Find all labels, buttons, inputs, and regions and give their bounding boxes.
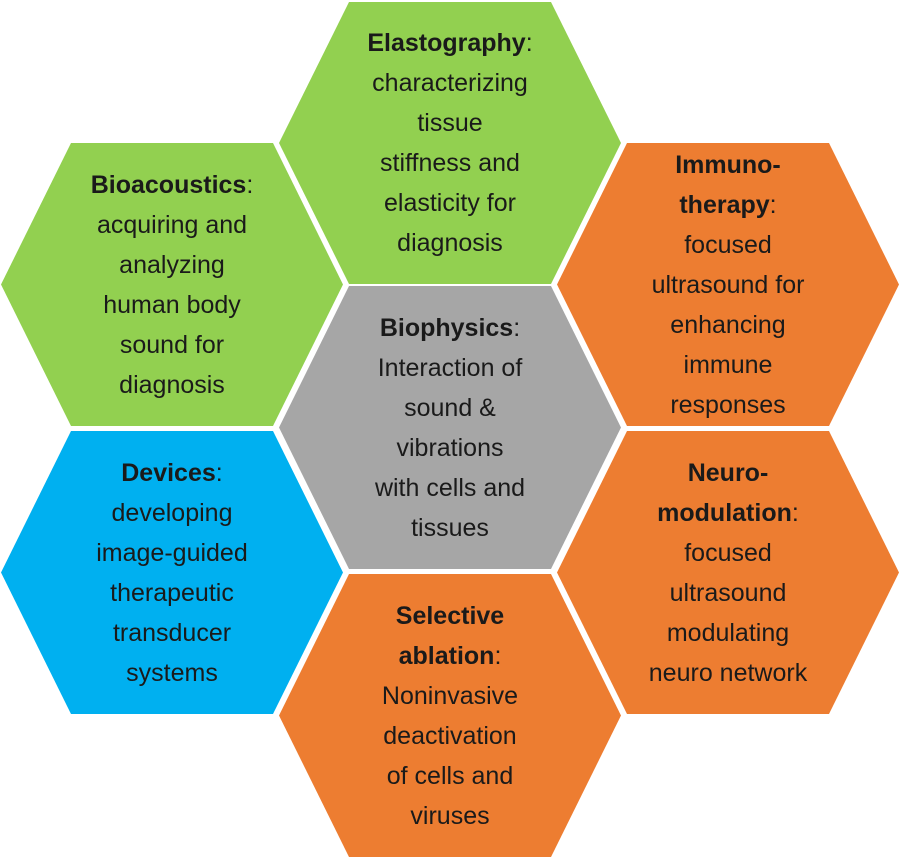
hexagon-selective-ablation: Selective ablation: Noninvasive deactiva…: [279, 574, 621, 857]
hexagon-line: elasticity for: [384, 189, 516, 217]
hexagon-line: responses: [670, 390, 786, 419]
hexagon-line: stiffness and: [380, 149, 520, 177]
hexagon-line: Interaction of: [377, 353, 523, 382]
hexagon-line: deactivation: [383, 721, 517, 750]
hexagon-line: immune: [683, 350, 773, 379]
hexagon-line: tissues: [411, 513, 489, 542]
hexagon-line: ultrasound for: [651, 270, 805, 299]
hexagon-line: image-guided: [96, 538, 248, 567]
hexagon-title: modulation: [657, 498, 792, 527]
hexagon-immunotherapy: Immuno- therapy: focused ultrasound for …: [557, 143, 899, 426]
hexagon-devices: Devices: developing image-guided therape…: [1, 431, 343, 714]
hexagon-title-line: Selective: [396, 596, 504, 636]
hexagon-title-line: Biophysics:: [379, 313, 521, 342]
hexagon-title-line: ablation:: [398, 641, 502, 670]
hexagon-line: sound for: [119, 330, 225, 359]
hexagon-line: modulating: [666, 618, 790, 647]
hexagon-line: transducer: [112, 618, 232, 647]
hexagon-line: systems: [126, 658, 218, 687]
hexagon-line: diagnosis: [397, 229, 503, 257]
hexagon-line: Noninvasive: [381, 681, 519, 710]
hexagon-line: therapeutic: [110, 578, 234, 607]
hexagon-line: vibrations: [396, 433, 504, 462]
hexagon-line: sound &: [404, 393, 496, 422]
hexagon-bioacoustics: Bioacoustics: acquiring and analyzing hu…: [1, 143, 343, 426]
hexagon-title: Biophysics: [379, 313, 514, 342]
hexagon-title: Neuro-: [687, 458, 769, 487]
hexagon-shape: [1, 431, 343, 714]
hexagon-line: characterizing: [372, 69, 528, 97]
hexagon-title: therapy: [679, 190, 770, 219]
hexagon-line: focused: [684, 538, 772, 567]
hexagon-title-line: Bioacoustics:: [90, 170, 254, 199]
hexagon-shape: [279, 2, 621, 284]
hexagon-shape: [557, 143, 899, 426]
hexagon-shape: [279, 574, 621, 857]
hexagon-title-line: Elastography:: [367, 29, 533, 57]
hexagon-line: analyzing: [119, 250, 225, 279]
hexagon-line: human body: [103, 290, 241, 319]
hexagon-shape: [1, 143, 343, 426]
hexagon-title-line: therapy:: [679, 190, 777, 219]
hexagon-line: acquiring and: [96, 210, 248, 239]
hexagon-line: ultrasound: [669, 578, 787, 607]
hexagon-line: viruses: [410, 801, 490, 830]
hexagon-biophysics: Biophysics: Interaction of sound & vibra…: [279, 286, 621, 569]
hexagon-line: developing: [111, 498, 233, 527]
hexagon-title: ablation: [398, 641, 495, 670]
hexagon-title: Devices: [121, 458, 216, 487]
hexagon-title: Immuno-: [675, 150, 781, 179]
hexagon-line: with cells and: [374, 473, 526, 502]
hexagon-neuromodulation: Neuro- modulation: focused ultrasound mo…: [557, 431, 899, 714]
hexagon-title-line: Devices:: [121, 458, 223, 487]
hexagon-title-line: modulation:: [657, 498, 799, 527]
hexagon-line: tissue: [417, 109, 483, 137]
hexagon-shape: [279, 286, 621, 569]
hexagon-line: neuro network: [648, 658, 808, 687]
hexagon-title: Elastography: [367, 29, 526, 57]
hexagon-line: enhancing: [670, 310, 786, 339]
hexagon-title: Bioacoustics: [90, 170, 247, 199]
hexagon-line: diagnosis: [119, 370, 225, 399]
hexagon-shape: [557, 431, 899, 714]
hexagon-elastography: Elastography: characterizing tissue stif…: [279, 2, 621, 284]
hexagon-line: focused: [684, 230, 772, 259]
hexagon-title-line: Immuno-: [675, 145, 781, 185]
hexagon-title: Selective: [395, 601, 505, 630]
hexagon-line: of cells and: [386, 761, 514, 790]
hexagon-title-line: Neuro-: [688, 453, 769, 493]
